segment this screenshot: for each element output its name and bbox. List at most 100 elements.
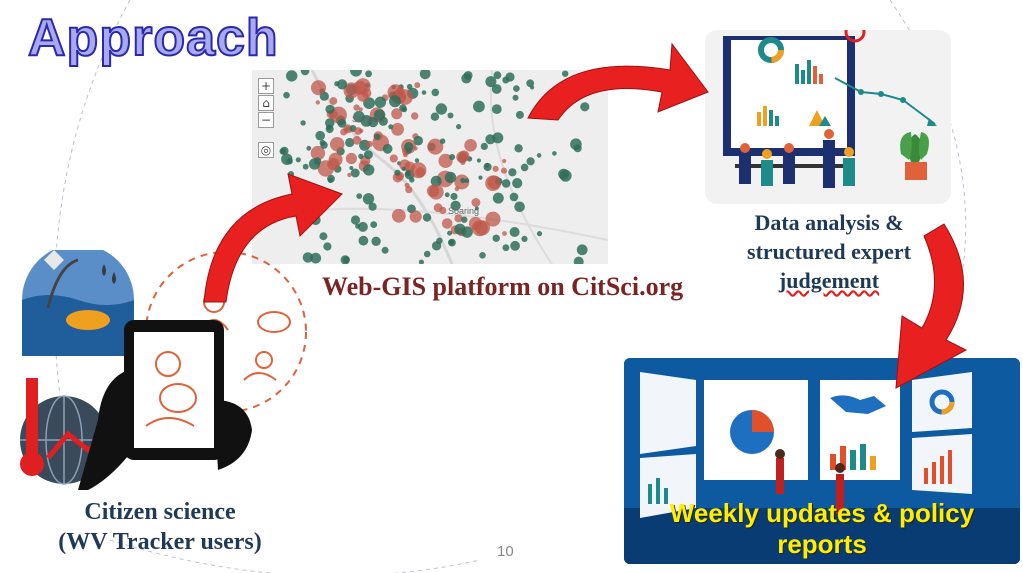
map-dot[interactable] (325, 104, 335, 114)
map-dot[interactable] (356, 193, 363, 199)
map-dot[interactable] (404, 182, 410, 188)
map-dot[interactable] (456, 124, 462, 130)
map-dot[interactable] (526, 79, 535, 88)
map-dot[interactable] (485, 211, 501, 227)
map-dot[interactable] (340, 255, 350, 264)
map-dot[interactable] (406, 83, 413, 90)
map-dot[interactable] (352, 135, 362, 145)
map-dot[interactable] (454, 214, 463, 223)
map-dot[interactable] (536, 153, 542, 158)
map-dot[interactable] (450, 192, 458, 201)
map-dot[interactable] (436, 237, 443, 244)
map-dot[interactable] (413, 135, 423, 146)
map-dot[interactable] (536, 231, 543, 237)
map-dot[interactable] (520, 163, 529, 172)
map-dot[interactable] (473, 100, 485, 113)
map-dot[interactable] (444, 171, 457, 184)
map-dot[interactable] (391, 208, 406, 223)
map-dot[interactable] (368, 202, 377, 211)
map-dot[interactable] (491, 84, 502, 94)
map-dot[interactable] (323, 242, 332, 251)
map-dot[interactable] (391, 122, 404, 136)
map-dot[interactable] (464, 139, 477, 152)
map-dot[interactable] (381, 246, 389, 254)
map-dot[interactable] (358, 153, 364, 159)
map-dot[interactable] (373, 109, 386, 121)
map-dot[interactable] (337, 118, 347, 128)
zoom-out-button[interactable]: − (258, 112, 274, 128)
map-dot[interactable] (441, 218, 453, 229)
map-dot[interactable] (447, 230, 453, 236)
map-dot[interactable] (306, 145, 312, 151)
map-dot[interactable] (281, 153, 293, 165)
map-dot[interactable] (330, 137, 345, 152)
map-dot[interactable] (404, 142, 414, 152)
map-dot[interactable] (454, 223, 466, 235)
map-dot[interactable] (510, 240, 520, 251)
map-dot[interactable] (449, 154, 456, 160)
map-dot[interactable] (460, 159, 466, 165)
map-dot[interactable] (360, 115, 373, 127)
map-dot[interactable] (447, 112, 454, 119)
map-dot[interactable] (423, 250, 431, 258)
map-dot[interactable] (283, 91, 290, 99)
locate-icon[interactable]: ◎ (258, 142, 274, 158)
map-dot[interactable] (552, 151, 557, 156)
map-dot[interactable] (349, 166, 354, 170)
map-dot[interactable] (450, 200, 461, 211)
map-dot[interactable] (345, 137, 355, 148)
map-dot[interactable] (350, 168, 360, 178)
map-dot[interactable] (319, 232, 328, 241)
map-dot[interactable] (526, 157, 535, 166)
map-dot[interactable] (325, 118, 335, 128)
map-dot[interactable] (401, 106, 408, 113)
map-dot[interactable] (363, 164, 375, 176)
map-dot[interactable] (580, 102, 590, 112)
map-dot[interactable] (512, 178, 523, 189)
map-dot[interactable] (502, 244, 510, 252)
map-dot[interactable] (370, 221, 378, 229)
map-dot[interactable] (401, 166, 406, 171)
map-dot[interactable] (419, 70, 431, 80)
map-dot[interactable] (343, 82, 360, 99)
map-dot[interactable] (366, 140, 373, 148)
map-dot[interactable] (411, 112, 419, 120)
map-dot[interactable] (300, 70, 310, 76)
map-dot[interactable] (492, 165, 499, 172)
map-dot[interactable] (363, 150, 373, 160)
map-dot[interactable] (471, 198, 481, 207)
map-dot[interactable] (483, 162, 492, 172)
map-dot[interactable] (492, 234, 500, 242)
map-dot[interactable] (460, 177, 466, 184)
map-dot[interactable] (474, 220, 490, 236)
map-dot[interactable] (501, 179, 511, 188)
map-dot[interactable] (456, 151, 469, 164)
map-dot[interactable] (327, 158, 340, 171)
map-dot[interactable] (362, 193, 375, 205)
map-dot[interactable] (358, 107, 363, 112)
map-dot[interactable] (573, 256, 584, 264)
map-dot[interactable] (405, 170, 411, 177)
map-dot[interactable] (409, 210, 422, 223)
map-dot[interactable] (355, 223, 361, 229)
map-dot[interactable] (491, 104, 502, 114)
map-dot[interactable] (558, 168, 569, 180)
map-dot[interactable] (514, 144, 523, 153)
map-dot[interactable] (389, 154, 398, 163)
map-dot[interactable] (345, 152, 357, 165)
map-dot[interactable] (479, 252, 486, 259)
map-dot[interactable] (427, 138, 444, 155)
map-dot[interactable] (357, 90, 369, 102)
map-dot[interactable] (373, 133, 381, 140)
map-dot[interactable] (344, 126, 350, 132)
map-dot[interactable] (388, 124, 394, 130)
map-dot[interactable] (576, 244, 588, 256)
map-dot[interactable] (439, 206, 447, 214)
map-dot[interactable] (485, 76, 497, 88)
web-gis-map[interactable]: + ⌂ − ◎ Sunbury Soaring (252, 70, 608, 264)
map-dot[interactable] (310, 252, 322, 264)
map-dot[interactable] (562, 70, 569, 77)
map-dot[interactable] (279, 148, 286, 155)
map-dot[interactable] (353, 104, 360, 111)
map-dot[interactable] (347, 172, 352, 178)
